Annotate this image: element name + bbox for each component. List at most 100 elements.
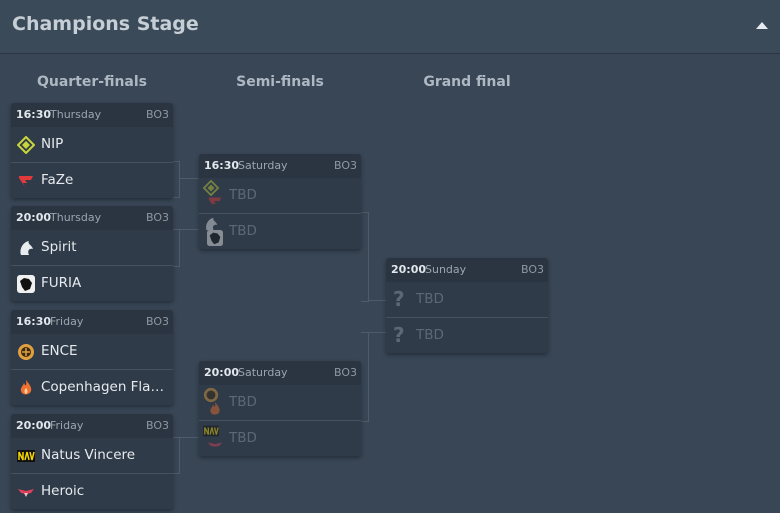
team-row-nip[interactable]: NIP [11,127,173,163]
match-header: 20:00 Thursday BO3 [11,206,173,230]
match-time: 20:00 [204,366,240,379]
ence-logo-icon [203,387,219,403]
team-name: TBD [229,223,257,239]
match-format: BO3 [333,159,357,172]
match-header: 16:30 Saturday BO3 [199,154,361,178]
connector-sf1-gf-h [368,300,386,301]
match-qf2[interactable]: 20:00 Thursday BO3 Spirit FURIA [11,206,173,301]
copenhagen-flames-logo-icon [210,401,220,415]
connector-qf4-sf2 [173,437,180,474]
match-header: 20:00 Saturday BO3 [199,361,361,385]
match-time: 16:30 [16,108,52,121]
match-day: Thursday [50,108,102,121]
team-row-tbd[interactable]: ? TBD [386,282,548,318]
match-time: 16:30 [16,315,52,328]
team-row-spirit[interactable]: Spirit [11,230,173,266]
connector-qf1-sf1-h [179,178,199,179]
match-format: BO3 [145,315,169,328]
stage-title: Champions Stage [12,13,199,35]
team-row-natus-vincere[interactable]: Natus Vincere [11,438,173,474]
navi-logo-icon [17,450,35,462]
match-header: 20:00 Sunday BO3 [386,258,548,282]
match-format: BO3 [145,419,169,432]
connector-qf2-sf1-h [179,229,199,230]
team-row-faze[interactable]: FaZe [11,163,173,198]
heroic-logo-icon [18,489,34,497]
possible-teams-logos [203,387,223,418]
match-format: BO3 [145,108,169,121]
match-day: Friday [50,419,84,432]
chevron-up-icon[interactable] [756,22,768,29]
match-format: BO3 [333,366,357,379]
round-label-semi-finals: Semi-finals [236,74,324,90]
connector-qf2-sf1 [173,229,180,267]
stage-header[interactable]: Champions Stage [0,0,780,54]
team-name: Natus Vincere [41,447,136,463]
connector-sf1-gf [361,212,369,302]
match-day: Sunday [425,263,467,276]
team-row-heroic[interactable]: Heroic [11,474,173,509]
unknown-team-icon: ? [393,323,405,347]
team-name: Copenhagen Flames [41,379,169,395]
unknown-team-icon: ? [393,287,405,311]
faze-logo-icon [19,176,33,187]
match-day: Saturday [238,159,288,172]
match-time: 20:00 [391,263,427,276]
match-sf1[interactable]: 16:30 Saturday BO3 TBD TBD [199,154,361,249]
spirit-logo-icon [20,241,33,255]
match-day: Thursday [50,211,102,224]
match-sf2[interactable]: 20:00 Saturday BO3 TBD TBD [199,361,361,456]
team-name: FURIA [41,275,82,291]
ence-logo-icon [18,344,34,360]
team-row-copenhagen-flames[interactable]: Copenhagen Flames [11,370,173,405]
team-name: TBD [229,430,257,446]
furia-logo-icon [207,230,223,246]
match-qf3[interactable]: 16:30 Friday BO3 ENCE Copenhagen Flames [11,310,173,405]
team-name: TBD [416,327,444,343]
match-grand-final[interactable]: 20:00 Sunday BO3 ? TBD ? TBD [386,258,548,353]
round-label-grand-final: Grand final [423,74,511,90]
connector-sf2-gf [361,332,369,422]
faze-logo-icon [208,197,222,208]
spirit-logo-icon [206,217,218,231]
team-name: TBD [229,187,257,203]
team-name: Spirit [41,239,77,255]
match-qf1[interactable]: 16:30 Thursday BO3 NIP FaZe [11,103,173,198]
match-day: Saturday [238,366,288,379]
match-day: Friday [50,315,84,328]
possible-teams-logos [203,423,223,454]
team-row-furia[interactable]: FURIA [11,266,173,301]
team-name: TBD [416,291,444,307]
possible-teams-logos [203,216,223,247]
possible-teams-logos [203,180,223,211]
navi-logo-icon [203,425,219,437]
match-time: 20:00 [16,419,52,432]
connector-qf4-sf2-h [179,437,199,438]
match-time: 20:00 [16,211,52,224]
team-row-tbd[interactable]: TBD [199,178,361,214]
team-name: NIP [41,136,64,152]
nip-logo-icon [203,180,219,196]
match-time: 16:30 [204,159,240,172]
match-format: BO3 [145,211,169,224]
team-row-tbd[interactable]: TBD [199,214,361,249]
heroic-logo-icon [207,442,223,447]
team-name: FaZe [41,172,74,188]
connector-sf2-gf-h [368,332,386,333]
furia-logo-icon [17,275,35,293]
team-row-ence[interactable]: ENCE [11,334,173,370]
match-header: 20:00 Friday BO3 [11,414,173,438]
team-name: ENCE [41,343,78,359]
connector-qf1-sf1 [173,161,180,198]
team-name: Heroic [41,483,85,499]
team-row-tbd[interactable]: ? TBD [386,318,548,353]
round-label-quarter-finals: Quarter-finals [36,74,148,90]
match-qf4[interactable]: 20:00 Friday BO3 Natus Vincere Heroic [11,414,173,509]
team-name: TBD [229,394,257,410]
copenhagen-flames-logo-icon [20,380,32,395]
nip-logo-icon [17,136,35,154]
match-header: 16:30 Thursday BO3 [11,103,173,127]
match-header: 16:30 Friday BO3 [11,310,173,334]
team-row-tbd[interactable]: TBD [199,385,361,421]
team-row-tbd[interactable]: TBD [199,421,361,456]
